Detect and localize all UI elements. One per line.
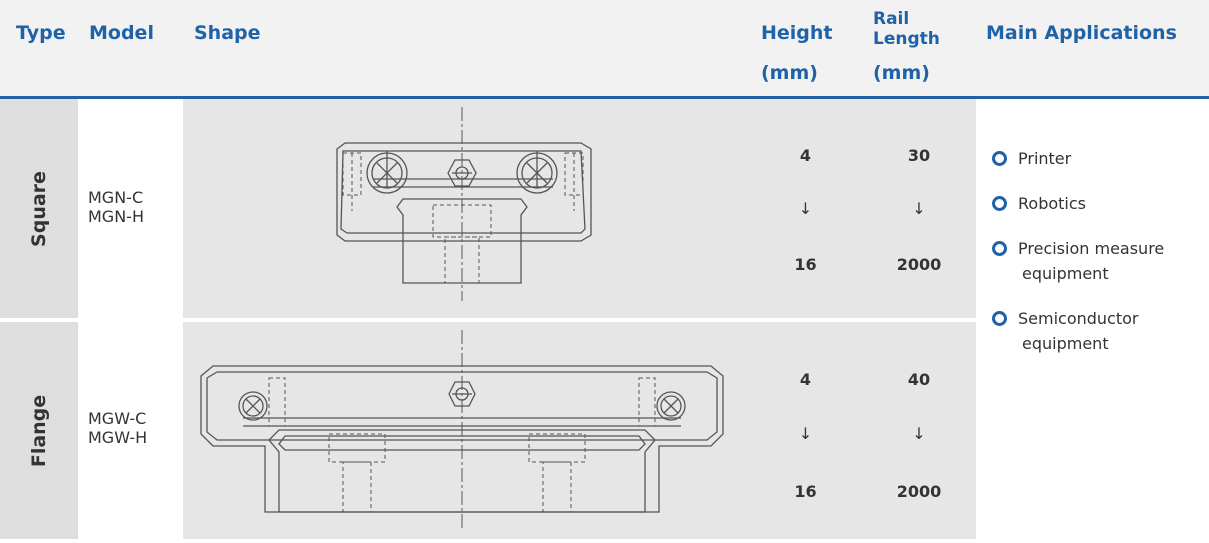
rail-max: 2000 xyxy=(896,255,942,274)
application-label: Printer xyxy=(1018,149,1072,168)
header-height: Height xyxy=(761,22,833,44)
height-max: 16 xyxy=(794,482,817,501)
type-label: Square xyxy=(28,170,50,247)
header-shape: Shape xyxy=(194,22,261,44)
application-label: Semiconductor xyxy=(1018,309,1139,328)
header-rail-unit: (mm) xyxy=(873,62,930,84)
header-type: Type xyxy=(16,22,66,44)
rail-min: 40 xyxy=(907,370,931,389)
header-height-unit: (mm) xyxy=(761,62,818,84)
flange-block-drawing xyxy=(200,330,724,530)
table-header: Type Model Shape Height (mm) Rail Length… xyxy=(0,0,1209,96)
model-line2: MGN-H xyxy=(88,207,144,226)
application-label-cont: equipment xyxy=(1022,334,1109,353)
height-square: 4 ↓ 16 xyxy=(749,99,862,318)
row-type-square: Square xyxy=(0,99,78,318)
type-label: Flange xyxy=(28,394,50,467)
rail-min: 30 xyxy=(907,146,931,165)
shape-square xyxy=(183,99,749,318)
model-line1: MGN-C xyxy=(88,188,144,207)
row-type-flange: Flange xyxy=(0,322,78,539)
header-divider xyxy=(0,96,1209,99)
square-block-drawing xyxy=(336,107,592,301)
application-label: Precision measure xyxy=(1018,239,1165,258)
height-arrow: ↓ xyxy=(798,199,813,218)
header-applications: Main Applications xyxy=(986,22,1177,44)
header-rail-line1: Rail xyxy=(873,9,910,29)
header-model: Model xyxy=(89,22,154,44)
row-divider xyxy=(0,318,976,322)
ring-bullet-icon xyxy=(992,196,1007,211)
height-flange: 4 ↓ 16 xyxy=(749,322,862,539)
applications-list: Printer Robotics Precision measure equip… xyxy=(976,99,1209,539)
rail-length-square: 30 ↓ 2000 xyxy=(862,99,976,318)
application-label-cont: equipment xyxy=(1022,264,1109,283)
rail-length-flange: 40 ↓ 2000 xyxy=(862,322,976,539)
row-model-flange: MGW-C MGW-H xyxy=(78,322,183,539)
application-label: Robotics xyxy=(1018,194,1086,213)
height-min: 4 xyxy=(799,146,812,165)
ring-bullet-icon xyxy=(992,151,1007,166)
rail-max: 2000 xyxy=(896,482,942,501)
height-max: 16 xyxy=(794,255,817,274)
height-arrow: ↓ xyxy=(798,424,813,443)
model-line1: MGW-C xyxy=(88,409,147,428)
height-min: 4 xyxy=(799,370,812,389)
shape-flange xyxy=(183,322,749,539)
ring-bullet-icon xyxy=(992,241,1007,256)
row-model-square: MGN-C MGN-H xyxy=(78,99,183,318)
rail-arrow: ↓ xyxy=(912,199,926,218)
rail-arrow: ↓ xyxy=(912,424,926,443)
model-line2: MGW-H xyxy=(88,428,148,447)
header-rail-line2: Length xyxy=(873,29,940,49)
ring-bullet-icon xyxy=(992,311,1007,326)
